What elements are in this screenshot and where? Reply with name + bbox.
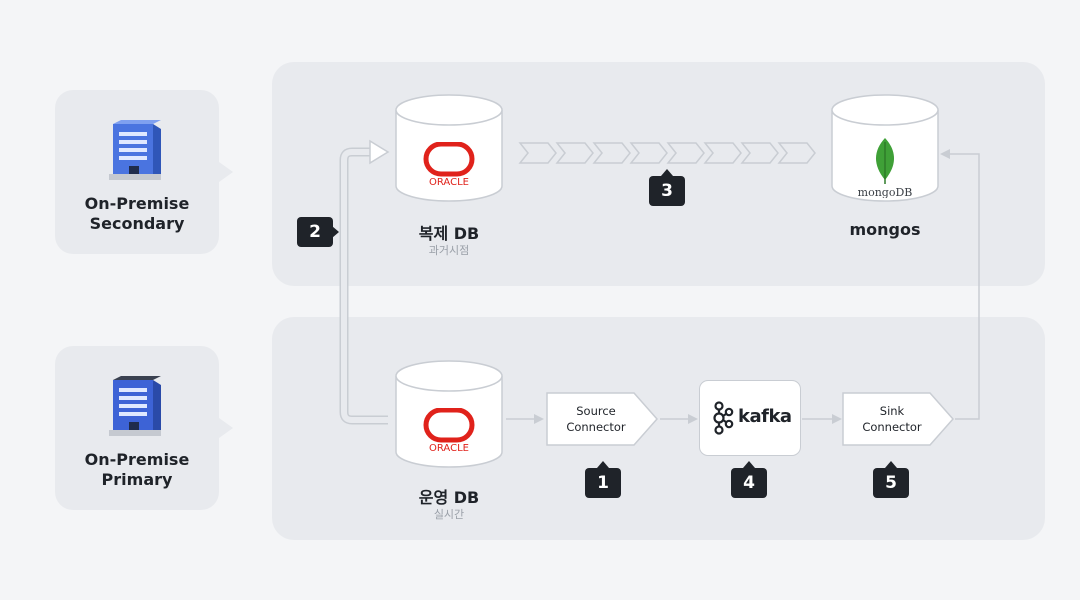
badge-pointer xyxy=(597,461,609,468)
replica-db: ORACLE 복제 DB 과거시점 xyxy=(394,94,504,257)
mongodb-leaf-logo: mongoDB xyxy=(858,138,913,198)
office-building-icon xyxy=(109,120,161,180)
svg-text:mongoDB: mongoDB xyxy=(858,186,913,198)
site-card-secondary: On-Premise Secondary xyxy=(55,90,233,254)
office-building-icon xyxy=(109,376,161,436)
sink-connector: Sink Connector xyxy=(842,392,955,446)
source-connector: Source Connector xyxy=(546,392,659,446)
operational-db: ORACLE 운영 DB 실시간 xyxy=(394,360,504,521)
kafka-logo xyxy=(713,401,734,435)
site-label-primary: On-Premise Primary xyxy=(55,450,219,490)
oracle-logo: ORACLE xyxy=(423,408,475,454)
badge-pointer xyxy=(661,169,673,176)
oracle-logo: ORACLE xyxy=(423,142,475,188)
step-badge-5: 5 xyxy=(873,468,909,498)
database-cylinder-icon xyxy=(395,94,503,202)
connector-label-line: Source xyxy=(576,404,616,418)
connector-shape xyxy=(546,392,659,446)
site-label-line: Secondary xyxy=(89,214,185,233)
badge-pointer xyxy=(743,461,755,468)
badge-pointer xyxy=(885,461,897,468)
site-card-primary: On-Premise Primary xyxy=(55,346,233,510)
step-badge-3: 3 xyxy=(649,176,685,206)
kafka-box: kafka xyxy=(699,380,801,456)
site-label-line: Primary xyxy=(101,470,173,489)
source-connector-label: Source Connector xyxy=(546,403,646,435)
connector-label-line: Connector xyxy=(862,420,922,434)
connector-shape xyxy=(842,392,955,446)
site-label-line: On-Premise xyxy=(84,194,190,213)
step-badge-4: 4 xyxy=(731,468,767,498)
badge-pointer xyxy=(332,226,339,238)
site-label-line: On-Premise xyxy=(84,450,190,469)
connector-label-line: Sink xyxy=(879,404,905,418)
replica-db-subtitle: 과거시점 xyxy=(428,244,470,257)
svg-text:ORACLE: ORACLE xyxy=(429,177,469,188)
sink-connector-label: Sink Connector xyxy=(842,403,942,435)
operational-db-title: 운영 DB xyxy=(418,488,480,507)
step-badge-2: 2 xyxy=(297,217,333,247)
replica-db-title: 복제 DB xyxy=(418,224,480,243)
svg-text:ORACLE: ORACLE xyxy=(429,443,469,454)
database-cylinder-icon xyxy=(395,360,503,468)
site-label-secondary: On-Premise Secondary xyxy=(55,194,219,234)
mongos-db: mongoDB mongos xyxy=(830,94,940,239)
kafka-label: kafka xyxy=(738,406,792,427)
step-badge-1: 1 xyxy=(585,468,621,498)
mongos-title: mongos xyxy=(849,220,921,239)
operational-db-subtitle: 실시간 xyxy=(433,508,465,521)
connector-label-line: Connector xyxy=(566,420,626,434)
